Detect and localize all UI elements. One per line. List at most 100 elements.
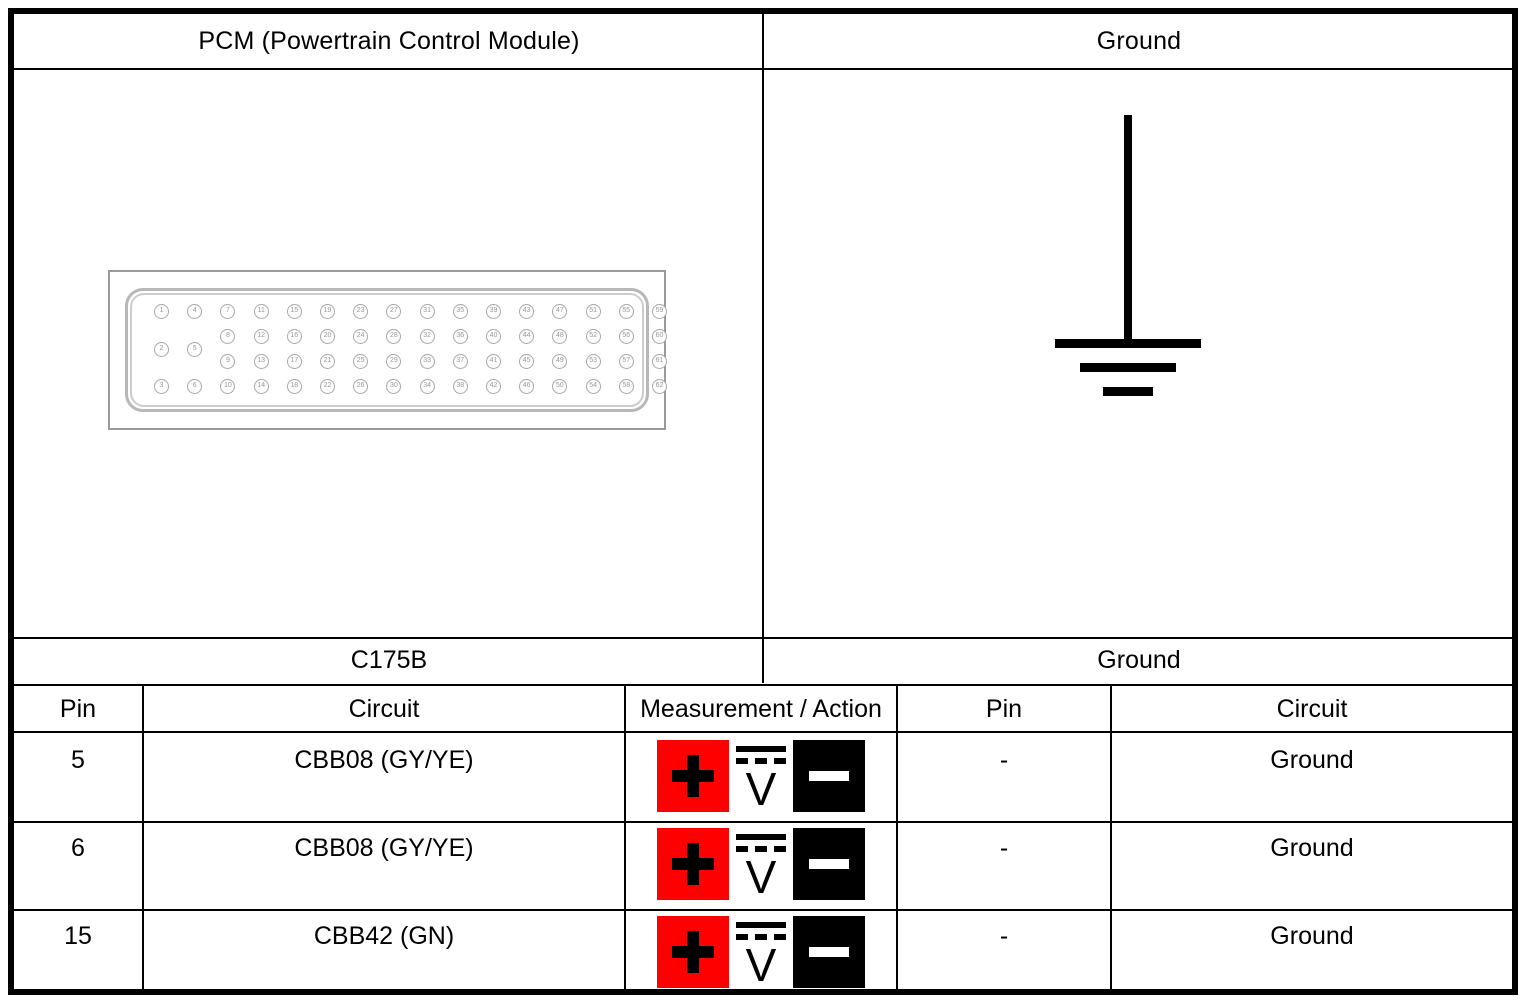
ground-stem [1124,115,1132,343]
column-header-circuit-right: Circuit [1276,694,1348,723]
connector-pin: 10 [220,379,236,394]
connector-pin: 34 [419,379,435,394]
col-rule-pin-left [142,684,144,995]
top-section-divider [762,14,764,683]
cell-measurement-action: V [626,821,896,909]
connector-pin: 46 [519,379,535,394]
connector-pin: 14 [253,379,269,394]
plus-icon [657,916,729,988]
connector-pin: 49 [552,354,568,369]
connector-pin: 40 [486,329,501,344]
column-header-pin-left: Pin [59,694,97,723]
connector-pin: 56 [618,329,634,344]
connector-pin: 11 [253,304,269,319]
connector-pin: 54 [585,379,601,394]
connector-pin: 17 [286,354,302,369]
connector-pin: 22 [320,379,335,394]
connector-pin: 41 [486,354,501,369]
connector-pin: 57 [618,354,634,369]
connector-pin: 43 [519,304,535,319]
connector-pin: 28 [386,329,402,344]
cell-pin-left: 5 [71,746,85,774]
connector-pin: 35 [452,304,468,319]
dc-voltage-measurement-icon: V [657,740,865,812]
minus-icon [793,740,865,812]
connector-pin: 60 [652,329,667,344]
cell-measurement-action: V [626,733,896,821]
connector-pin: 51 [585,304,601,319]
band-bottom-line [14,684,1512,686]
column-header-pin-right: Pin [985,694,1023,723]
cell-circuit-right: Ground [1270,922,1354,950]
cell-measurement-action: V [626,909,896,997]
connector-pin: 23 [353,304,369,319]
column-header-bottom-line [14,731,1512,733]
col-rule-circuit-left [624,684,626,995]
connector-pin: 33 [419,354,435,369]
connector-pin: 38 [452,379,468,394]
earth-ground-symbol [1055,115,1205,400]
connector-pin: 7 [220,304,236,319]
connector-pin: 47 [552,304,568,319]
plus-icon [657,828,729,900]
connector-pin: 36 [452,329,468,344]
connector-pin: 59 [652,304,667,319]
column-header-circuit-left: Circuit [348,694,420,723]
cell-circuit-right: Ground [1270,746,1354,774]
dc-voltage-icon: V [732,740,790,812]
connector-pin: 20 [320,329,335,344]
connector-pin: 37 [452,354,468,369]
dc-voltage-icon: V [732,828,790,900]
connector-pin: 4 [187,304,203,319]
connector-pin: 39 [486,304,501,319]
cell-pin-left: 6 [71,834,85,862]
cell-circuit-left: CBB08 (GY/YE) [294,834,474,862]
connector-pin: 12 [253,329,269,344]
connector-pin: 42 [486,379,501,394]
connector-pin: 32 [419,329,435,344]
band-top-line [14,637,1512,639]
ground-bar-1 [1055,339,1201,348]
table-row-divider [14,909,1512,911]
dc-voltage-icon: V [732,916,790,988]
connector-pin: 18 [286,379,302,394]
connector-pin: 5 [187,341,203,357]
connector-pin: 24 [353,329,369,344]
cell-pin-left: 15 [64,922,92,950]
dc-voltage-measurement-icon: V [657,916,865,988]
band-label-connector-id: C175B [350,645,428,674]
connector-pin: 25 [353,354,369,369]
connector-pin: 13 [253,354,269,369]
plus-icon [657,740,729,812]
connector-pin: 53 [585,354,601,369]
col-rule-pin-right [1110,684,1112,995]
connector-pin: 44 [519,329,535,344]
voltmeter-letter: V [745,763,777,815]
cell-circuit-left: CBB08 (GY/YE) [294,746,474,774]
dc-voltage-measurement-icon: V [657,828,865,900]
connector-shell-inner [130,293,644,407]
connector-pin: 15 [286,304,302,319]
connector-pin: 62 [652,379,667,394]
band-label-ground: Ground [1097,645,1181,674]
voltmeter-letter: V [745,851,777,903]
cell-circuit-left: CBB42 (GN) [313,922,455,950]
connector-pin: 58 [618,379,634,394]
cell-pin-right: - [999,922,1009,950]
connector-pin: 16 [286,329,302,344]
connector-pin: 6 [187,379,203,394]
table-row-divider [14,821,1512,823]
voltmeter-letter: V [745,939,777,991]
connector-pin: 21 [320,354,335,369]
connector-pin: 26 [353,379,369,394]
connector-pin: 45 [519,354,535,369]
ground-bar-3 [1103,387,1153,396]
connector-pin: 8 [220,329,236,344]
header-ground: Ground [1096,26,1182,55]
connector-pin: 48 [552,329,568,344]
cell-pin-right: - [999,834,1009,862]
col-rule-measurement [896,684,898,995]
